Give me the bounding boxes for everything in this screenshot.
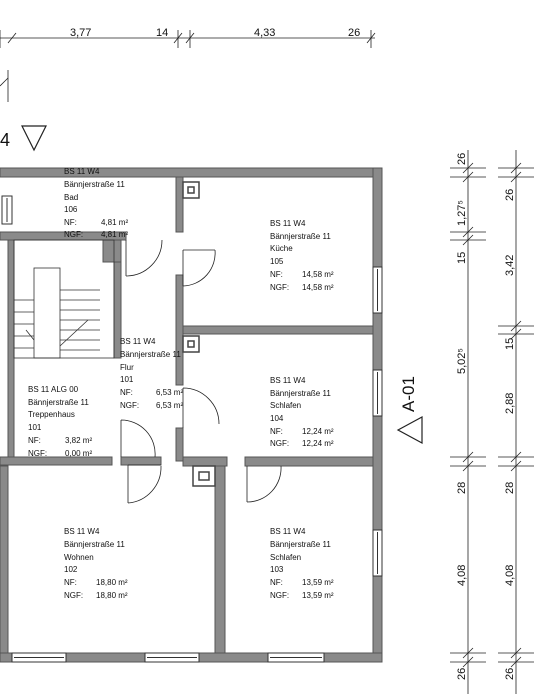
nf-value: 13,59 m² (302, 578, 334, 587)
top-dim-3: 4,33 (254, 27, 275, 39)
room-number: 101 (120, 375, 134, 384)
nf-value: 4,81 m² (101, 218, 128, 227)
nf-label: NF: (270, 578, 283, 587)
dim-right-3: 15 (504, 338, 516, 350)
nf-label: NF: (120, 388, 133, 397)
room-schlafen-103: BS 11 W4 Bännjerstraße 11 Schlafen 103 N… (270, 527, 334, 600)
dim-right-1: 26 (504, 189, 516, 201)
shafts (182, 181, 216, 487)
top-dimension-chain (0, 30, 376, 102)
nf-value: 3,82 m² (65, 436, 92, 445)
ngf-value: 13,59 m² (302, 591, 334, 600)
nf-value: 18,80 m² (96, 578, 128, 587)
ngf-label: NGF: (64, 591, 83, 600)
room-number: 103 (270, 565, 284, 574)
nf-label: NF: (270, 270, 283, 279)
room-name: Schlafen (270, 401, 301, 410)
dim-left-4: 5,02⁵ (456, 348, 468, 374)
ngf-label: NGF: (28, 449, 47, 458)
room-code: BS 11 ALG 00 (28, 385, 79, 394)
level-mark: 04 (0, 130, 10, 150)
room-flur: BS 11 W4 Bännjerstraße 11 Flur 101 NF: 6… (120, 337, 183, 410)
dim-right-5: 28 (504, 482, 516, 494)
room-schlafen-104: BS 11 W4 Bännjerstraße 11 Schlafen 104 N… (270, 376, 334, 448)
windows (1, 195, 383, 663)
ngf-value: 14,58 m² (302, 283, 334, 292)
ngf-value: 4,81 m² (101, 230, 128, 239)
dim-left-2: 1,27⁵ (456, 200, 468, 226)
room-name: Treppenhaus (28, 410, 75, 419)
ngf-value: 6,53 m² (156, 401, 183, 410)
room-code: BS 11 W4 (270, 376, 306, 385)
ngf-label: NGF: (270, 591, 289, 600)
room-name: Küche (270, 244, 293, 253)
dim-left-1: 26 (456, 153, 468, 165)
nf-value: 14,58 m² (302, 270, 334, 279)
section-mark: A-01 (399, 376, 418, 412)
room-address: Bännjerstraße 11 (64, 540, 125, 549)
dim-right-7: 26 (504, 668, 516, 680)
room-number: 102 (64, 565, 78, 574)
room-number: 104 (270, 414, 284, 423)
level-triangle-icon (21, 125, 47, 152)
room-code: BS 11 W4 (270, 527, 306, 536)
room-name: Schlafen (270, 553, 301, 562)
top-dim-1: 3,77 (70, 27, 91, 39)
ngf-value: 18,80 m² (96, 591, 128, 600)
dim-left-5: 28 (456, 482, 468, 494)
room-wohnen: BS 11 W4 Bännjerstraße 11 Wohnen 102 NF:… (64, 527, 128, 600)
dim-right-2: 3,42 (504, 255, 516, 276)
ngf-label: NGF: (120, 401, 139, 410)
room-code: BS 11 W4 (64, 167, 100, 176)
staircase (13, 239, 115, 359)
room-number: 105 (270, 257, 284, 266)
ngf-label: NGF: (64, 230, 83, 239)
dim-left-7: 26 (456, 668, 468, 680)
room-number: 106 (64, 205, 78, 214)
nf-label: NF: (270, 427, 283, 436)
room-name: Bad (64, 193, 78, 202)
ngf-value: 12,24 m² (302, 439, 334, 448)
dim-right-4: 2,88 (504, 393, 516, 414)
top-dim-4: 26 (348, 27, 360, 39)
nf-label: NF: (28, 436, 41, 445)
room-code: BS 11 W4 (270, 219, 306, 228)
dim-left-3: 15 (456, 252, 468, 264)
top-dim-2: 14 (156, 27, 168, 39)
room-address: Bännjerstraße 11 (270, 540, 331, 549)
room-bad: BS 11 W4 Bännjerstraße 11 Bad 106 NF: 4,… (64, 167, 128, 239)
dim-left-6: 4,08 (456, 565, 468, 586)
ngf-label: NGF: (270, 439, 289, 448)
room-code: BS 11 W4 (64, 527, 100, 536)
room-address: Bännjerstraße 11 (64, 180, 125, 189)
room-address: Bännjerstraße 11 (270, 389, 331, 398)
nf-value: 6,53 m² (156, 388, 183, 397)
right-dimension-lines (467, 150, 517, 694)
room-number: 101 (28, 423, 42, 432)
room-treppenhaus: BS 11 ALG 00 Bännjerstraße 11 Treppenhau… (26, 384, 116, 458)
ngf-label: NGF: (270, 283, 289, 292)
nf-label: NF: (64, 578, 77, 587)
nf-label: NF: (64, 218, 77, 227)
room-name: Wohnen (64, 553, 94, 562)
room-name: Flur (120, 363, 134, 372)
room-address: Bännjerstraße 11 (270, 232, 331, 241)
room-kueche: BS 11 W4 Bännjerstraße 11 Küche 105 NF: … (270, 219, 334, 292)
room-code: BS 11 W4 (120, 337, 156, 346)
dim-right-6: 4,08 (504, 565, 516, 586)
right-dimension-ticks (450, 162, 534, 668)
room-address: Bännjerstraße 11 (28, 398, 89, 407)
section-triangle-icon (396, 415, 423, 445)
doors (120, 239, 282, 504)
room-address: Bännjerstraße 11 (120, 350, 181, 359)
nf-value: 12,24 m² (302, 427, 334, 436)
ngf-value: 0,00 m² (65, 449, 92, 458)
